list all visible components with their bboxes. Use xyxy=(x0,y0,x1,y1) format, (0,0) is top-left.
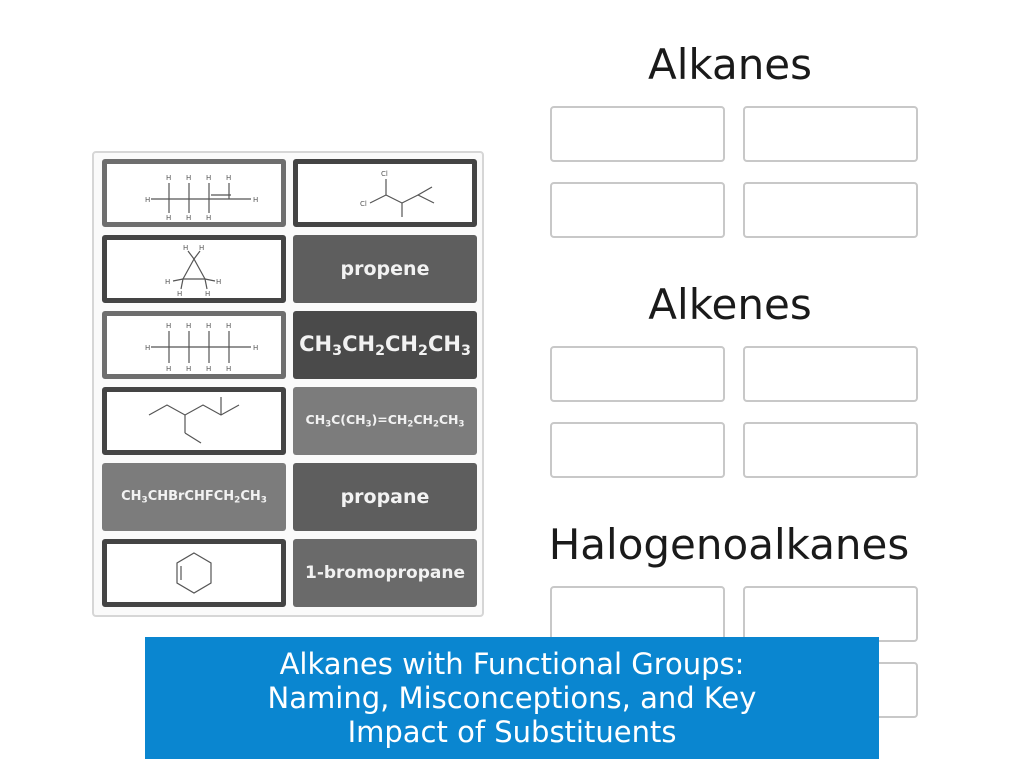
card-formula-halo: CH3CHBrCHFCH2CH3 xyxy=(121,488,267,506)
hydrogen-atom-label: H xyxy=(186,365,191,373)
banner-line-3: Impact of Substituents xyxy=(347,715,677,749)
hydrogen-atom-label: H xyxy=(206,322,211,330)
hydrogen-atom-label: H xyxy=(206,365,211,373)
hydrogen-atom-label: H xyxy=(226,174,231,182)
card-label: 1-bromopropane xyxy=(304,563,465,583)
card-chloro-structure[interactable]: Cl Cl xyxy=(293,159,477,227)
heading-alkanes: Alkanes xyxy=(647,40,813,89)
card-propane-structure[interactable]: H H H H H H H H H H xyxy=(102,311,286,379)
hydrogen-atom-label: H xyxy=(226,322,231,330)
hydrogen-atom-label: H xyxy=(226,365,231,373)
propane-structure-icon: H H H H H H H H H H xyxy=(145,322,258,373)
card-branched-alkane-structure[interactable] xyxy=(102,387,286,455)
hydrogen-atom-label: H xyxy=(199,244,204,252)
hydrogen-atom-label: H xyxy=(166,174,171,182)
card-alkene-formula[interactable]: CH3C(CH3)=CH2CH2CH3 xyxy=(293,387,477,455)
drop-slot-alkanes-2[interactable] xyxy=(743,106,918,162)
hydrogen-atom-label: H xyxy=(166,214,171,221)
heading-alkenes: Alkenes xyxy=(648,280,812,329)
hydrogen-atom-label: H xyxy=(186,214,191,221)
drop-slot-halogenoalkanes-2[interactable] xyxy=(743,586,918,642)
chlorine-atom-label: Cl xyxy=(381,170,388,178)
drop-slot-halogenoalkanes-1[interactable] xyxy=(550,586,725,642)
drop-slot-alkenes-3[interactable] xyxy=(550,422,725,478)
hydrogen-atom-label: H xyxy=(253,344,258,352)
hydrogen-atom-label: H xyxy=(166,322,171,330)
card-label: propene xyxy=(340,258,430,280)
drop-slot-alkanes-3[interactable] xyxy=(550,182,725,238)
card-halo-formula[interactable]: CH3CHBrCHFCH2CH3 xyxy=(102,463,286,531)
hydrogen-atom-label: H xyxy=(206,174,211,182)
card-formula-butane: CH3CH2CH2CH3 xyxy=(299,331,471,359)
hydrogen-atom-label: H xyxy=(253,196,258,204)
banner-line-1: Alkanes with Functional Groups: xyxy=(279,647,745,681)
title-banner: Alkanes with Functional Groups: Naming, … xyxy=(145,637,879,759)
chloroalkane-structure-icon: Cl Cl xyxy=(360,170,435,217)
card-cyclopropane-structure[interactable]: H H H H H H xyxy=(102,235,286,303)
hydrogen-atom-label: H xyxy=(177,290,182,297)
drop-slot-alkenes-2[interactable] xyxy=(743,346,918,402)
hydrogen-atom-label: H xyxy=(206,214,211,221)
hydrogen-atom-label: H xyxy=(166,365,171,373)
drop-slot-alkenes-1[interactable] xyxy=(550,346,725,402)
hydrogen-atom-label: H xyxy=(186,174,191,182)
drop-slot-alkanes-1[interactable] xyxy=(550,106,725,162)
banner-line-2: Naming, Misconceptions, and Key xyxy=(267,681,757,715)
card-butane-formula[interactable]: CH3CH2CH2CH3 xyxy=(293,311,477,379)
cyclohexene-structure-icon xyxy=(176,552,212,594)
card-formula-alkene: CH3C(CH3)=CH2CH2CH3 xyxy=(305,412,465,430)
hydrogen-atom-label: H xyxy=(165,278,170,286)
drop-slot-alkanes-4[interactable] xyxy=(743,182,918,238)
chlorine-atom-label: Cl xyxy=(360,200,367,208)
hydrogen-atom-label: H xyxy=(186,322,191,330)
card-label: propane xyxy=(340,486,430,508)
heading-halogenoalkanes: Halogenoalkanes xyxy=(548,520,910,569)
drop-slot-alkenes-4[interactable] xyxy=(743,422,918,478)
card-propane[interactable]: propane xyxy=(293,463,477,531)
hydrogen-atom-label: H xyxy=(205,290,210,297)
hydrogen-atom-label: H xyxy=(145,196,150,204)
card-bromopropane[interactable]: 1-bromopropane xyxy=(293,539,477,607)
cyclopropane-structure-icon: H H H H H H xyxy=(165,244,221,297)
card-panel: H H H H H H H H H Cl Cl xyxy=(92,151,484,617)
card-propene[interactable]: propene xyxy=(293,235,477,303)
card-butene-structure[interactable]: H H H H H H H H H xyxy=(102,159,286,227)
card-cyclohexene-structure[interactable] xyxy=(102,539,286,607)
branched-alkane-structure-icon xyxy=(148,397,240,444)
butene-structure-icon: H H H H H H H H H xyxy=(145,174,258,221)
hydrogen-atom-label: H xyxy=(183,244,188,252)
hydrogen-atom-label: H xyxy=(216,278,221,286)
hydrogen-atom-label: H xyxy=(145,344,150,352)
